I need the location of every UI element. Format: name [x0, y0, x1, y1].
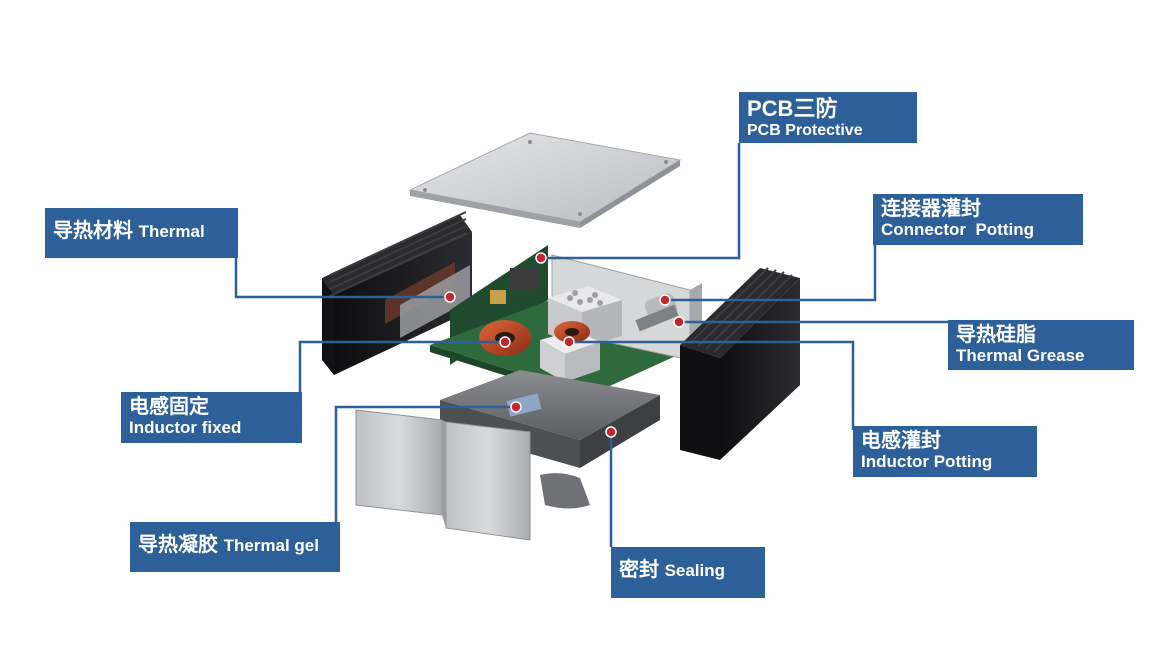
label-inductor-potting-en: Inductor Potting [861, 452, 993, 472]
marker-thermal [444, 291, 456, 303]
label-inductor-potting-zh: 电感灌封 [861, 430, 941, 452]
label-inductor-fixed-zh: 电感固定 [129, 396, 209, 418]
leader-line-inductor-fixed [298, 340, 505, 392]
label-inductor-fixed-en: Inductor fixed [129, 418, 242, 438]
marker-sealing [605, 426, 617, 438]
leader-line-thermal [234, 258, 450, 299]
label-grease-en: Thermal Grease [956, 346, 1085, 366]
marker-inductor-potting [563, 336, 575, 348]
label-sealing-en: Sealing [664, 561, 726, 580]
label-inductor-fixed: 电感固定 Inductor fixed [121, 392, 302, 443]
leader-lines [234, 143, 948, 547]
marker-inductor-fixed [499, 336, 511, 348]
leader-line-thermal-gel [334, 405, 516, 522]
label-pcb-protective: PCB三防 PCB Protective [739, 92, 917, 143]
label-pcb-zh: PCB三防 [747, 96, 838, 121]
marker-pcb [535, 252, 547, 264]
label-pcb-en: PCB Protective [747, 121, 863, 139]
label-thermal-gel-en: Thermal gel [223, 536, 319, 555]
leader-line-inductor-potting [569, 340, 855, 430]
label-thermal-zh: 导热材料 [53, 220, 133, 242]
marker-connector [659, 294, 671, 306]
label-thermal-grease: 导热硅脂 Thermal Grease [948, 320, 1134, 370]
marker-grease [673, 316, 685, 328]
product-illustration [322, 132, 800, 541]
label-connector-potting: 连接器灌封 Connector Potting [873, 194, 1083, 245]
marker-thermal-gel [510, 401, 522, 413]
leader-line-connector [665, 220, 877, 302]
right-heatsink [680, 267, 800, 460]
point-markers [444, 252, 685, 438]
front-side-plates [355, 409, 531, 541]
label-thermal-gel: 导热凝胶 Thermal gel [130, 522, 340, 572]
label-sealing: 密封 Sealing [611, 547, 765, 598]
label-thermal-gel-zh: 导热凝胶 [138, 534, 218, 556]
label-thermal: 导热材料 Thermal [45, 208, 238, 258]
leader-line-pcb [541, 143, 741, 260]
left-heatsink [322, 211, 472, 375]
label-sealing-zh: 密封 [619, 559, 659, 581]
label-thermal-en: Thermal [138, 222, 205, 241]
label-inductor-potting: 电感灌封 Inductor Potting [853, 426, 1037, 477]
bottom-tray [440, 370, 660, 509]
label-connector-zh: 连接器灌封 [881, 198, 981, 220]
label-connector-en: Connector Potting [881, 220, 1034, 240]
label-grease-zh: 导热硅脂 [956, 324, 1036, 346]
top-lid [408, 132, 682, 228]
